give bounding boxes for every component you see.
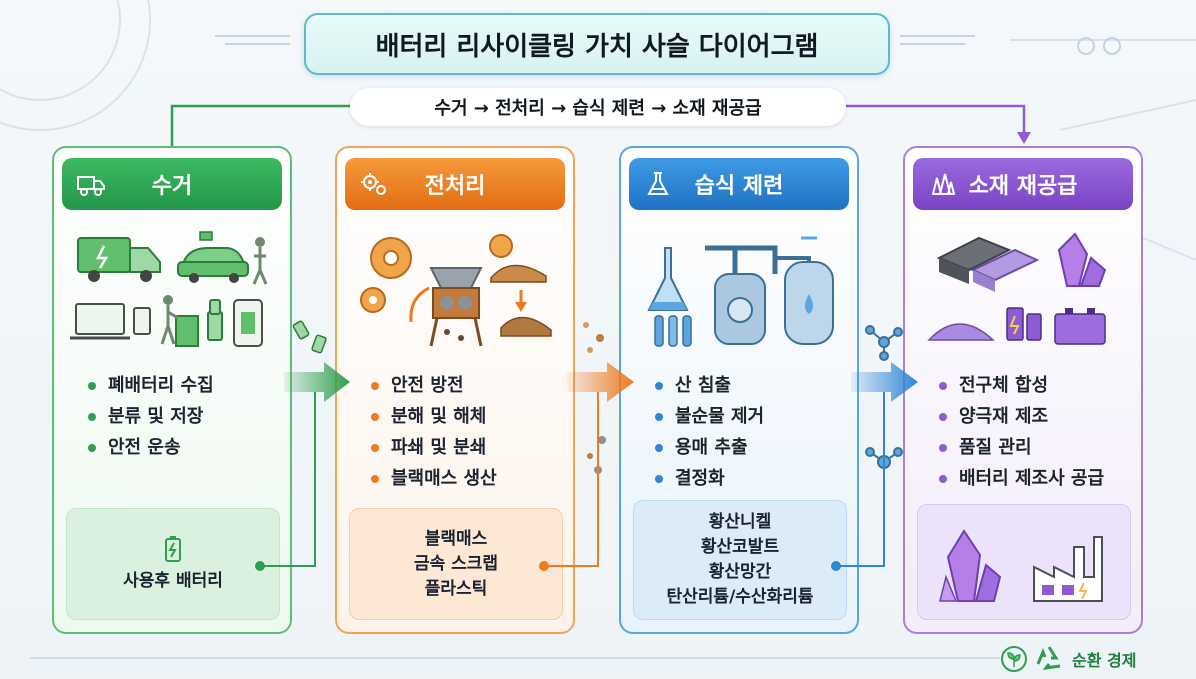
hydrometallurgy-steps: 산 침출 불순물 제거 용매 추출 결정화	[655, 370, 764, 494]
list-item: 폐배터리 수집	[88, 370, 214, 401]
pretreatment-steps: 안전 방전 분해 및 해체 파쇄 및 분쇄 블랙매스 생산	[371, 370, 497, 494]
flow-summary: 수거 → 전처리 → 습식 제련 → 소재 재공급	[350, 88, 846, 126]
output-item: 금속 스크랩	[413, 553, 499, 574]
output-item: 황산코발트	[700, 537, 780, 557]
list-item: 전구체 합성	[939, 370, 1104, 401]
footer-label: 순환 경제	[1072, 651, 1137, 670]
material-illustration	[927, 232, 1107, 345]
battery-icon	[165, 535, 181, 562]
pretreatment-output: 블랙매스 금속 스크랩 플라스틱	[349, 508, 563, 620]
output-item: 탄산리튬/수산화리튬	[666, 587, 814, 607]
flask-icon	[647, 172, 669, 195]
list-item: 산 침출	[655, 370, 764, 401]
output-item: 황산니켈	[708, 512, 772, 532]
hydrometallurgy-output: 황산니켈 황산코발트 황산망간 탄산리튬/수산화리튬	[633, 500, 847, 620]
collection-output: 사용후 배터리	[66, 508, 280, 620]
page-title: 배터리 리사이클링 가치 사슬 다이어그램	[304, 13, 890, 75]
output-item: 황산망간	[708, 562, 772, 582]
list-item: 용매 추출	[655, 432, 764, 463]
list-item: 불순물 제거	[655, 401, 764, 432]
list-item: 파쇄 및 분쇄	[371, 432, 497, 463]
recycle-icon	[1036, 646, 1061, 670]
list-item: 결정화	[655, 463, 764, 494]
stage-card-material-resupply: 소재 재공급 전구체 합성 양극재 제조 품질 관리 배터리 제조사 공급	[903, 146, 1143, 634]
output-item: 플라스틱	[424, 578, 488, 599]
stage-header-pretreatment: 전처리	[345, 158, 565, 210]
list-item: 안전 운송	[88, 432, 214, 463]
stage-title: 소재 재공급	[968, 174, 1078, 199]
material-output-illustration-box	[917, 504, 1131, 620]
footer-brand: 순환 경제	[1000, 644, 1136, 674]
gears-icon	[361, 173, 386, 195]
leaf-badge-icon	[1001, 646, 1027, 672]
stage-title: 전처리	[424, 174, 486, 199]
stage-title: 수거	[151, 174, 193, 199]
stage-header-material-resupply: 소재 재공급	[913, 158, 1133, 210]
list-item: 양극재 제조	[939, 401, 1104, 432]
stage-header-collection: 수거	[62, 158, 282, 210]
output-item: 사용후 배터리	[123, 570, 223, 591]
hydrometallurgy-illustration	[647, 236, 834, 347]
list-item: 안전 방전	[371, 370, 497, 401]
list-item: 분류 및 저장	[88, 401, 214, 432]
stage-card-hydrometallurgy: 습식 제련 산 침출 불순물 제거 용매 추출 결정화 황산니켈 황산코발트 황…	[619, 146, 859, 634]
crystal-factory-icon	[939, 529, 1103, 602]
list-item: 블랙매스 생산	[371, 463, 497, 494]
collection-illustration	[70, 231, 268, 347]
recycle-truck-icon	[77, 176, 105, 196]
stage-title: 습식 제련	[694, 174, 784, 199]
stage-header-hydrometallurgy: 습식 제련	[629, 158, 849, 210]
list-item: 배터리 제조사 공급	[939, 463, 1104, 494]
crystals-icon	[931, 173, 956, 195]
collection-steps: 폐배터리 수집 분류 및 저장 안전 운송	[88, 370, 214, 463]
material-steps: 전구체 합성 양극재 제조 품질 관리 배터리 제조사 공급	[939, 370, 1104, 494]
list-item: 품질 관리	[939, 432, 1104, 463]
stage-card-pretreatment: 전처리 안전 방전 분해 및 해체 파쇄 및 분쇄 블랙매스 생산 블랙매스 금…	[335, 146, 575, 634]
pretreatment-illustration	[360, 234, 552, 347]
output-item: 블랙매스	[424, 528, 488, 549]
list-item: 분해 및 해체	[371, 401, 497, 432]
